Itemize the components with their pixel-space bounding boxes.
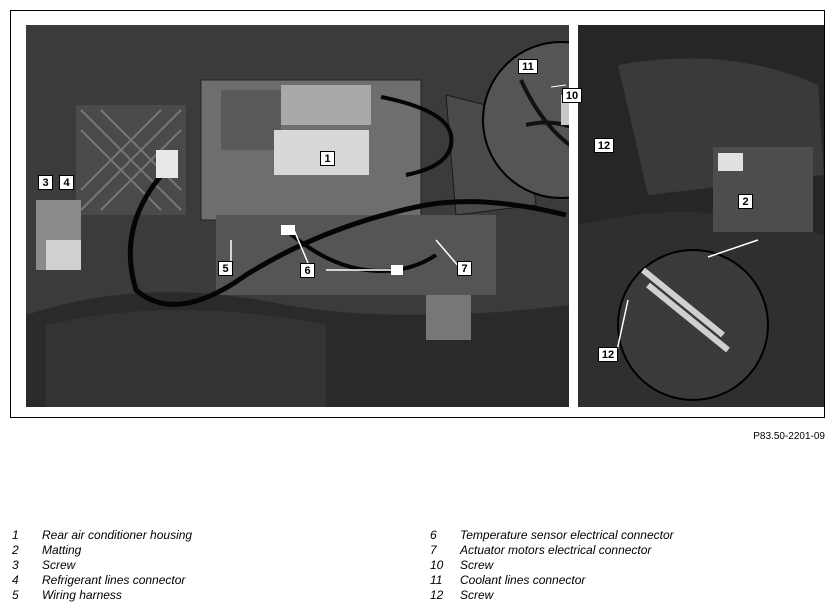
legend-item: 7 Actuator motors electrical connector bbox=[430, 543, 674, 558]
callout-10: 10 bbox=[562, 88, 582, 103]
figure-frame: 1 2 3 4 5 6 7 10 11 12 12 bbox=[10, 10, 825, 418]
legend-item: 2 Matting bbox=[12, 543, 192, 558]
legend-number: 5 bbox=[12, 588, 19, 602]
legend-item: 11 Coolant lines connector bbox=[430, 573, 674, 588]
legend-item: 1 Rear air conditioner housing bbox=[12, 528, 192, 543]
legend-number: 6 bbox=[430, 528, 437, 542]
legend-number: 10 bbox=[430, 558, 444, 572]
callout-1: 1 bbox=[320, 151, 335, 166]
callout-3: 3 bbox=[38, 175, 53, 190]
legend-item: 4 Refrigerant lines connector bbox=[12, 573, 192, 588]
callout-4: 4 bbox=[59, 175, 74, 190]
legend-text: Screw bbox=[42, 558, 76, 572]
legend-text: Screw bbox=[460, 588, 494, 602]
legend-item: 6 Temperature sensor electrical connector bbox=[430, 528, 674, 543]
legend-item: 3 Screw bbox=[12, 558, 192, 573]
photo-main-drawing bbox=[26, 25, 569, 407]
callout-7: 7 bbox=[457, 261, 472, 276]
legend-number: 3 bbox=[12, 558, 19, 572]
callout-6: 6 bbox=[300, 263, 315, 278]
photo-seat-drawing bbox=[578, 25, 824, 407]
callout-5: 5 bbox=[218, 261, 233, 276]
callout-12-seat: 12 bbox=[598, 347, 618, 362]
legend-text: Actuator motors electrical connector bbox=[460, 543, 652, 557]
legend-right: 6 Temperature sensor electrical connector… bbox=[430, 528, 674, 603]
callout-12: 12 bbox=[594, 138, 614, 153]
legend-number: 4 bbox=[12, 573, 19, 587]
legend-text: Temperature sensor electrical connector bbox=[460, 528, 674, 542]
legend-number: 11 bbox=[430, 573, 443, 587]
legend-text: Coolant lines connector bbox=[460, 573, 586, 587]
legend-text: Wiring harness bbox=[42, 588, 122, 602]
legend-text: Matting bbox=[42, 543, 82, 557]
legend-item: 10 Screw bbox=[430, 558, 674, 573]
legend-number: 7 bbox=[430, 543, 437, 557]
legend-number: 12 bbox=[430, 588, 444, 602]
photo-main bbox=[26, 25, 569, 407]
callout-11: 11 bbox=[518, 59, 538, 74]
figure-id: P83.50-2201-09 bbox=[753, 431, 825, 442]
legend-item: 5 Wiring harness bbox=[12, 588, 192, 603]
legend-left: 1 Rear air conditioner housing 2 Matting 3… bbox=[12, 528, 192, 603]
photo-seat bbox=[578, 25, 824, 407]
legend-text: Screw bbox=[460, 558, 494, 572]
legend-text: Refrigerant lines connector bbox=[42, 573, 186, 587]
callout-2: 2 bbox=[738, 194, 753, 209]
legend-text: Rear air conditioner housing bbox=[42, 528, 193, 542]
legend-number: 1 bbox=[12, 528, 19, 542]
legend-number: 2 bbox=[12, 543, 19, 557]
legend-item: 12 Screw bbox=[430, 588, 674, 603]
